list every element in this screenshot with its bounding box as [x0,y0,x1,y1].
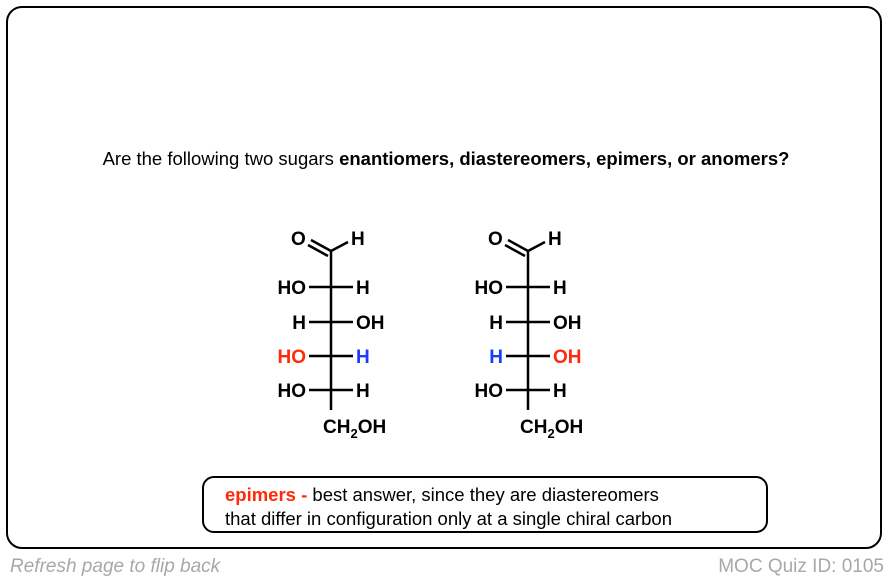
answer-line-2: that differ in configuration only at a s… [225,508,673,529]
right-substituent: OH [356,313,385,334]
carbonyl-bond [507,238,529,253]
oxygen-label: O [488,229,503,250]
carbonyl-bond [307,243,329,258]
left-substituent: HO [278,347,307,368]
aldehyde-h-bond [527,240,546,253]
aldehyde-h-bond [330,240,349,253]
right-substituent: H [356,381,370,402]
carbonyl-bond [310,238,332,253]
answer-box: epimers - best answer, since they are di… [202,476,768,533]
aldehyde-h-label: H [351,229,365,250]
refresh-hint: Refresh page to flip back [10,556,221,577]
quiz-id: MOC Quiz ID: 0105 [718,556,884,577]
quiz-card[interactable] [6,6,882,549]
answer-term: epimers - [225,484,308,505]
right-substituent: OH [553,313,582,334]
question-prefix: Are the following two sugars [102,148,340,169]
aldehyde-h-label: H [548,229,562,250]
right-substituent: H [553,278,567,299]
left-substituent: HO [475,381,504,402]
right-substituent: H [553,381,567,402]
question-options: enantiomers, diastereomers, epimers, or … [339,148,790,169]
left-substituent: HO [475,278,504,299]
left-substituent: H [489,347,503,368]
left-substituent: HO [278,278,307,299]
right-substituent: H [356,278,370,299]
ch2oh-label: CH2OH [520,417,583,441]
oxygen-label: O [291,229,306,250]
right-substituent: H [356,347,370,368]
question-text: Are the following two sugars enantiomers… [0,148,892,170]
right-substituent: OH [553,347,582,368]
left-substituent: H [292,313,306,334]
left-substituent: HO [278,381,307,402]
carbonyl-bond [504,243,526,258]
answer-line-1: best answer, since they are diastereomer… [307,484,659,505]
left-substituent: H [489,313,503,334]
ch2oh-label: CH2OH [323,417,386,441]
